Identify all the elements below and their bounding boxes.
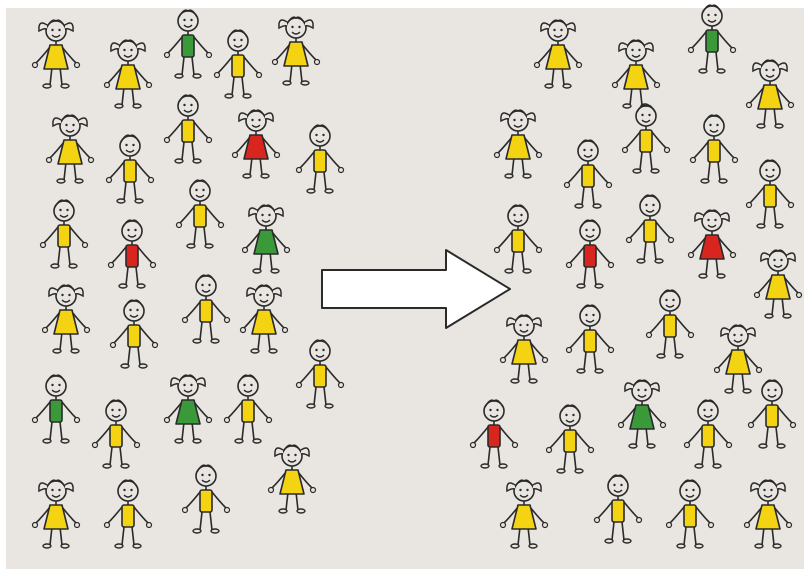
- boy-figure-icon: [593, 474, 643, 544]
- boy-figure-icon: [665, 479, 715, 549]
- boy-figure-icon: [565, 304, 615, 374]
- boy-figure-icon: [747, 379, 797, 449]
- boy-figure-icon: [181, 274, 231, 344]
- boy-figure-icon: [563, 139, 613, 209]
- girl-figure-icon: [611, 39, 661, 109]
- girl-figure-icon: [687, 209, 737, 279]
- boy-figure-icon: [103, 479, 153, 549]
- girl-figure-icon: [45, 114, 95, 184]
- boy-figure-icon: [31, 374, 81, 444]
- girl-figure-icon: [753, 249, 803, 319]
- girl-figure-icon: [271, 16, 321, 86]
- girl-figure-icon: [241, 204, 291, 274]
- boy-figure-icon: [545, 404, 595, 474]
- girl-figure-icon: [493, 109, 543, 179]
- boy-figure-icon: [91, 399, 141, 469]
- girl-figure-icon: [239, 284, 289, 354]
- girl-figure-icon: [31, 19, 81, 89]
- girl-figure-icon: [617, 379, 667, 449]
- boy-figure-icon: [625, 194, 675, 264]
- boy-figure-icon: [689, 114, 739, 184]
- boy-figure-icon: [105, 134, 155, 204]
- boy-figure-icon: [107, 219, 157, 289]
- girl-figure-icon: [103, 39, 153, 109]
- boy-figure-icon: [469, 399, 519, 469]
- boy-figure-icon: [683, 399, 733, 469]
- boy-figure-icon: [181, 464, 231, 534]
- boy-figure-icon: [565, 219, 615, 289]
- girl-figure-icon: [499, 479, 549, 549]
- girl-figure-icon: [267, 444, 317, 514]
- girl-figure-icon: [533, 19, 583, 89]
- boy-figure-icon: [295, 339, 345, 409]
- girl-figure-icon: [41, 284, 91, 354]
- boy-figure-icon: [39, 199, 89, 269]
- boy-figure-icon: [645, 289, 695, 359]
- girl-figure-icon: [499, 314, 549, 384]
- boy-figure-icon: [493, 204, 543, 274]
- girl-figure-icon: [163, 374, 213, 444]
- girl-figure-icon: [743, 479, 793, 549]
- girl-figure-icon: [231, 109, 281, 179]
- boy-figure-icon: [687, 4, 737, 74]
- girl-figure-icon: [745, 59, 795, 129]
- right-arrow-icon: [321, 249, 511, 329]
- boy-figure-icon: [621, 104, 671, 174]
- girl-figure-icon: [31, 479, 81, 549]
- boy-figure-icon: [163, 9, 213, 79]
- boy-figure-icon: [295, 124, 345, 194]
- boy-figure-icon: [745, 159, 795, 229]
- boy-figure-icon: [213, 29, 263, 99]
- boy-figure-icon: [109, 299, 159, 369]
- boy-figure-icon: [163, 94, 213, 164]
- girl-figure-icon: [713, 324, 763, 394]
- boy-figure-icon: [175, 179, 225, 249]
- boy-figure-icon: [223, 374, 273, 444]
